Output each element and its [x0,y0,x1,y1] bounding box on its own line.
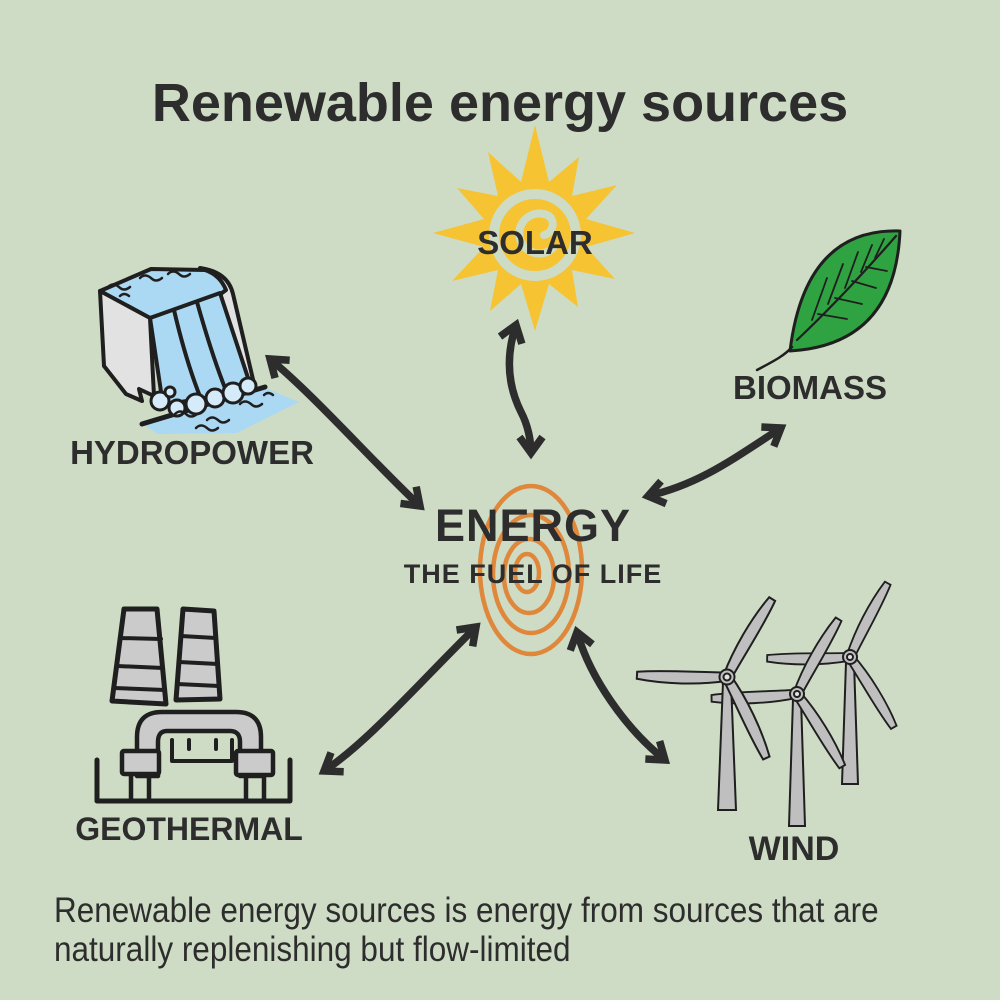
wind-turbines-icon [635,579,900,827]
wind-label: WIND [748,830,840,868]
arrow-wind-energy [566,625,671,764]
biomass-label: BIOMASS [732,369,888,406]
energy-label: ENERGY [434,500,632,551]
plant-chimney-left [109,606,169,707]
plant-chimney-right [173,606,223,703]
plant-base [94,757,293,804]
caption-text: Renewable energy sources is energy from … [54,891,879,970]
leaf-icon [755,229,902,372]
sun-icon [433,125,635,331]
plant-block-left [119,748,162,777]
arrows [265,318,787,776]
leaf-midrib [795,234,898,342]
leaf-stem [755,345,794,372]
solar-label: SOLAR [477,224,593,261]
dam-wall [98,289,156,403]
dam-pool [142,387,299,434]
wind-turbine-left [635,594,780,811]
arrow-biomass-energy [641,423,787,508]
energy-sublabel: THE FUEL OF LIFE [403,559,663,589]
plant-inner-duct [170,738,234,763]
leaf-veins [811,238,888,321]
hydropower-label: HYDROPOWER [70,434,314,471]
sun-swirl-ring [489,189,581,281]
energy-spiral-icon [477,483,585,657]
wind-turbine-right [766,579,900,785]
dam-icon [98,266,299,434]
page-title: Renewable energy sources [151,73,849,133]
sun-swirl-curl [515,209,557,258]
arrow-geothermal-energy [318,622,481,776]
dam-foam [149,376,258,418]
plant-block-right [233,748,276,778]
geothermal-label: GEOTHERMAL [75,811,303,847]
arrow-hydropower-energy [265,354,425,511]
arrow-solar-energy [497,318,546,460]
wind-turbine-middle [710,615,849,827]
power-plant-icon [94,606,293,804]
